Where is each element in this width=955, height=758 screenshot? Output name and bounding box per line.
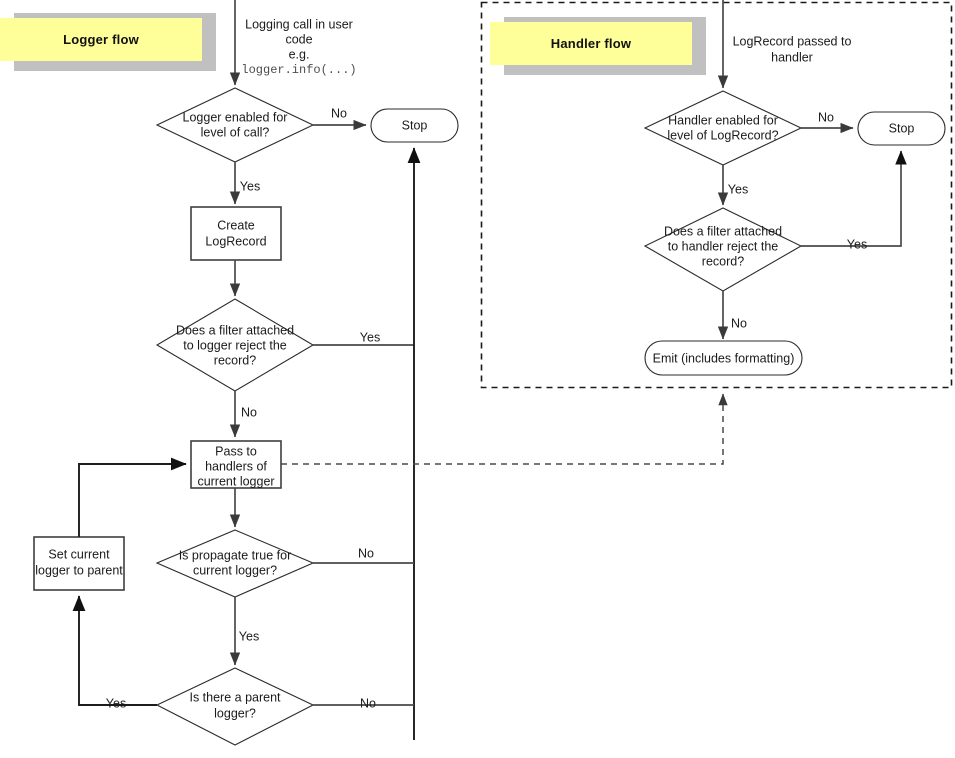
edge-dashed-to-handler-flow	[281, 393, 728, 465]
process-set-current-logger-parent-line1: Set current	[48, 547, 110, 561]
decision-parent-logger-line2: logger?	[214, 706, 256, 720]
handler-flow-banner-label: Handler flow	[550, 36, 632, 51]
edge-label-handler-filter-no: No	[731, 316, 747, 330]
process-pass-to-handlers-line2: handlers of	[205, 459, 267, 473]
handler-flow-banner: Handler flow	[490, 0, 710, 78]
terminator-emit[interactable]	[644, 340, 803, 376]
decision-handler-filter-line1: Does a filter attached	[664, 224, 782, 238]
terminator-logger-stop-label: Stop	[402, 118, 428, 132]
edge-label-propagate-yes: Yes	[239, 629, 259, 643]
decision-logger-filter-line2: to logger reject the	[183, 338, 287, 352]
logger-flow-banner: Logger flow	[0, 0, 216, 75]
logger-flow-banner-label: Logger flow	[63, 32, 139, 47]
logger-entry-caption-line2: code	[285, 32, 312, 46]
edge-label-logger-enabled-yes: Yes	[240, 179, 260, 193]
edge-set-parent-to-pass	[78, 457, 187, 537]
decision-logger-filter-line1: Does a filter attached	[176, 323, 294, 337]
decision-handler-enabled-line2: level of LogRecord?	[667, 128, 778, 142]
edge-label-handler-filter-yes: Yes	[847, 237, 867, 251]
handler-entry-caption-line1: LogRecord passed to	[733, 34, 852, 48]
process-set-current-logger-parent[interactable]	[33, 536, 125, 591]
process-pass-to-handlers-line3: current logger	[197, 474, 274, 488]
process-create-logrecord[interactable]	[190, 206, 282, 261]
terminator-handler-stop[interactable]	[857, 111, 946, 146]
process-create-logrecord-line1: Create	[217, 218, 255, 232]
decision-parent-logger-line1: Is there a parent	[189, 690, 281, 704]
edge-label-logger-filter-yes: Yes	[360, 330, 380, 344]
terminator-handler-stop-label: Stop	[889, 121, 915, 135]
process-create-logrecord-line2: LogRecord	[205, 234, 266, 248]
decision-handler-filter-line3: record?	[702, 254, 744, 268]
handler-entry-caption-line2: handler	[771, 50, 813, 64]
handler-flow-group-box	[480, 1, 953, 389]
edge-label-propagate-no: No	[358, 546, 374, 560]
decision-propagate-line2: current logger?	[193, 563, 277, 577]
decision-logger-enabled-line1: Logger enabled for	[183, 110, 288, 124]
decision-propagate-line1: Is propagate true for	[179, 548, 292, 562]
edge-label-logger-enabled-no: No	[331, 106, 347, 120]
handler-flow-banner-fill: Handler flow	[490, 22, 692, 65]
edge-label-logger-filter-no: No	[241, 405, 257, 419]
decision-handler-filter-line2: to handler reject the	[668, 239, 779, 253]
decision-logger-filter-line3: record?	[214, 353, 256, 367]
edge-label-parent-no: No	[360, 696, 376, 710]
logger-entry-caption-line1: Logging call in user	[245, 17, 353, 31]
edge-parent-yes	[72, 595, 157, 706]
decision-handler-enabled-line1: Handler enabled for	[668, 113, 778, 127]
process-pass-to-handlers[interactable]	[190, 440, 282, 489]
edge-handler-filter-yes	[801, 150, 907, 247]
edge-label-handler-enabled-no: No	[818, 110, 834, 124]
edge-label-handler-enabled-yes: Yes	[728, 182, 748, 196]
decision-logger-enabled-line2: level of call?	[201, 125, 270, 139]
process-set-current-logger-parent-line2: logger to parent	[35, 563, 123, 577]
logger-flow-banner-fill: Logger flow	[0, 18, 202, 61]
edge-label-parent-yes: Yes	[106, 696, 126, 710]
decision-parent-logger[interactable]	[155, 667, 315, 746]
terminator-logger-stop[interactable]	[370, 108, 459, 143]
process-pass-to-handlers-line1: Pass to	[215, 444, 257, 458]
terminator-emit-label: Emit (includes formatting)	[653, 351, 795, 365]
logger-entry-caption-mono: logger.info(...)	[241, 63, 356, 77]
logger-entry-caption-line3: e.g.	[289, 47, 310, 61]
